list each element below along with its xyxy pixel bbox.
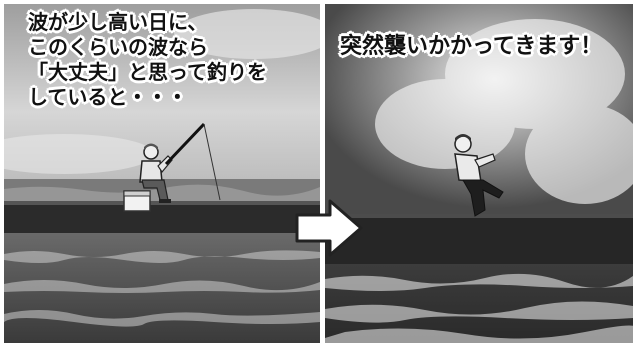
fisherman xyxy=(139,143,173,203)
spray-plumes xyxy=(375,19,633,204)
caption-after: 突然襲いかかってきます！ xyxy=(340,34,603,59)
fishing-rod xyxy=(164,122,206,166)
panel-after xyxy=(325,4,633,343)
cooler-lid xyxy=(123,190,151,197)
water-sparkles xyxy=(325,273,633,343)
seawall-edge xyxy=(325,214,633,218)
cloud xyxy=(174,9,320,59)
caption-before-line: 「大丈夫」と思って釣りを xyxy=(28,60,267,84)
scene-wave xyxy=(325,4,633,343)
wave-highlights xyxy=(4,250,320,327)
caption-before-line: 波が少し高い日に、 xyxy=(28,10,208,34)
caption-before-line: していると・・・ xyxy=(28,85,188,109)
fisherman-knocked xyxy=(454,134,504,217)
cloud xyxy=(4,134,154,174)
caption-before-line: このくらいの波なら xyxy=(28,35,208,59)
fishing-line xyxy=(203,123,221,201)
scene-fishing xyxy=(4,4,320,343)
panel-before xyxy=(4,4,320,343)
caption-before: 波が少し高い日に、 このくらいの波なら 「大丈夫」と思って釣りを していると・・… xyxy=(28,10,267,110)
seawall xyxy=(325,214,633,264)
arrow-right-icon xyxy=(295,199,363,257)
seawall xyxy=(4,201,320,233)
